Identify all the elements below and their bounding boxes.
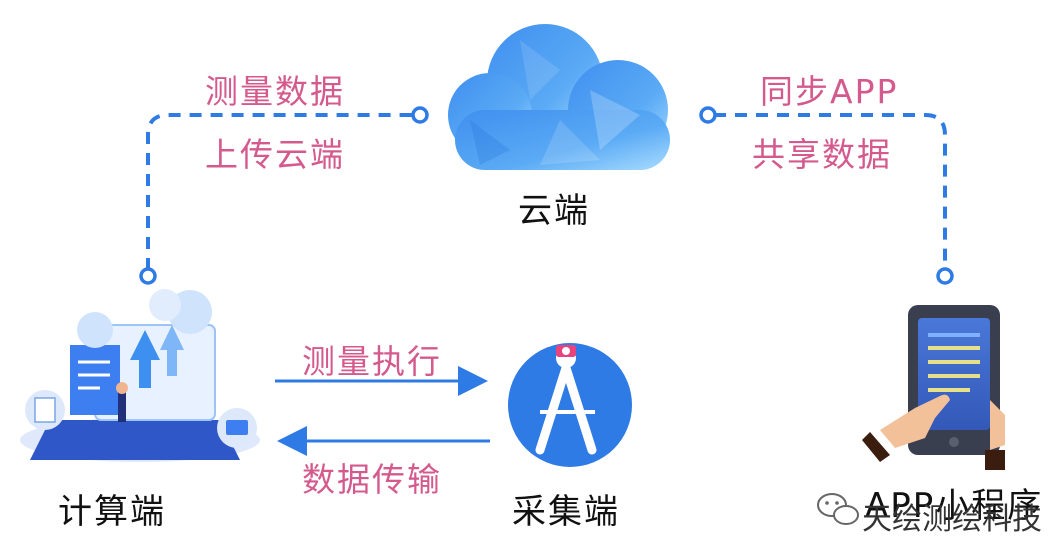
computer-icon	[20, 289, 260, 462]
node-label-cloud: 云端	[518, 191, 590, 231]
node-label-collect: 采集端	[512, 492, 620, 532]
connector-end-dot	[411, 106, 429, 124]
edge-label-sync-line2: 共享数据	[752, 135, 892, 174]
connector-end-dot	[936, 267, 954, 285]
node-label-app: APP小程序	[865, 486, 1044, 526]
edge-label-sync-line1: 同步APP	[760, 72, 899, 111]
edge-label-execute: 测量执行	[302, 342, 442, 381]
wechat-icon	[817, 493, 859, 525]
edge-label-upload-line1: 测量数据	[205, 72, 345, 111]
connector-end-dot	[139, 267, 157, 285]
compass-icon	[508, 343, 632, 467]
cloud-icon	[448, 24, 670, 170]
connector-compute-cloud	[146, 113, 414, 270]
watermark-text: 天绘测绘科技	[862, 502, 1042, 537]
edge-label-transfer: 数据传输	[302, 460, 442, 499]
connector-cloud-app	[714, 113, 947, 270]
edge-label-upload-line2: 上传云端	[205, 135, 345, 174]
node-label-compute: 计算端	[58, 492, 166, 532]
phone-icon	[862, 305, 1005, 470]
connector-end-dot	[699, 106, 717, 124]
